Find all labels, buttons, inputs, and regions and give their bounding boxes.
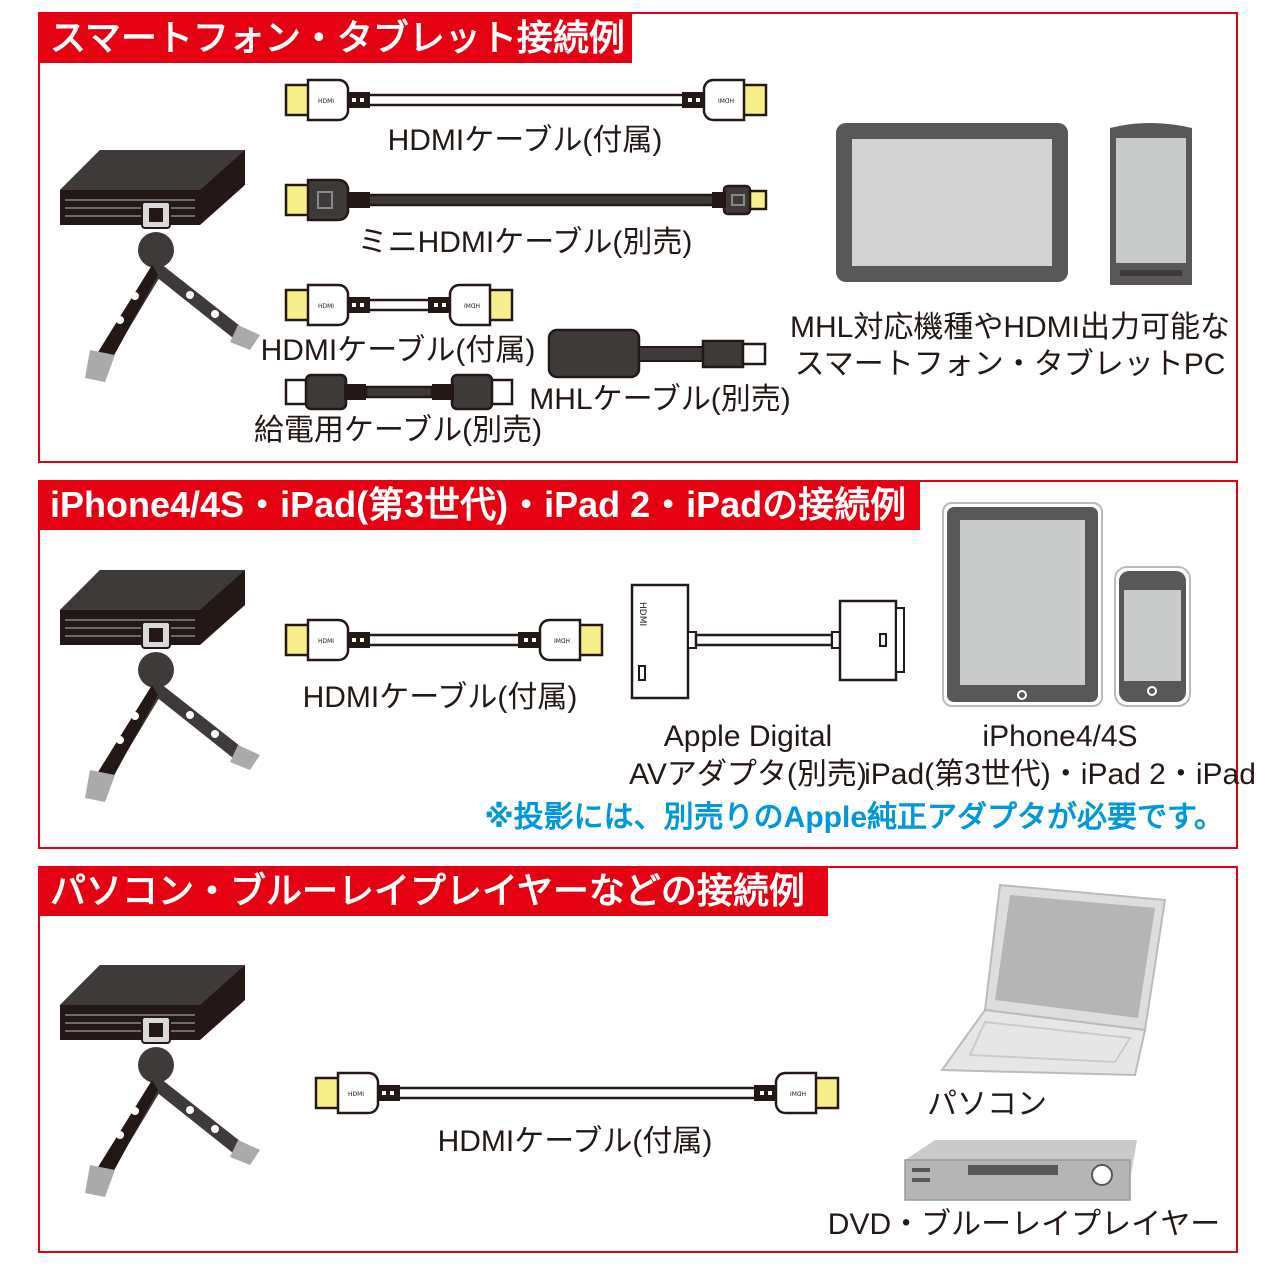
section-title: iPhone4/4S・iPad(第3世代)・iPad 2・iPadの接続例 <box>38 480 920 530</box>
cable-label: HDMIケーブル(付属) <box>437 1125 713 1158</box>
apple-av-adapter: HDMI <box>630 583 905 700</box>
tablet-icon <box>836 123 1068 282</box>
device-label: iPad(第3世代)・iPad 2・iPad <box>864 758 1256 791</box>
adapter-label: Apple Digital <box>663 720 833 753</box>
iphone-icon <box>1114 566 1191 707</box>
device-label: MHL対応機種やHDMI出力可能な <box>790 311 1230 344</box>
player-label: DVD・ブルーレイプレイヤー <box>827 1208 1221 1241</box>
cable-label: MHLケーブル(別売) <box>529 383 791 416</box>
adapter-port-text: HDMI <box>637 602 647 626</box>
panel-smartphone <box>38 12 1238 463</box>
power-cable <box>284 373 514 411</box>
cable-label: HDMIケーブル(付属) <box>260 334 536 367</box>
hdmi-cable-short <box>284 283 514 327</box>
hdmi-cable-1 <box>284 78 768 122</box>
hdmi-cable-3 <box>314 1071 840 1115</box>
projector-1 <box>59 149 261 383</box>
laptop-icon <box>940 883 1167 1077</box>
hdmi-cable-2 <box>284 618 604 662</box>
adapter-label: AVアダプタ(別売) <box>629 758 867 791</box>
cable-label: HDMIケーブル(付属) <box>387 124 663 157</box>
section-title: パソコン・ブルーレイプレイヤーなどの接続例 <box>38 866 828 916</box>
section-title: スマートフォン・タブレット接続例 <box>38 13 632 63</box>
projector-3 <box>59 964 261 1198</box>
cable-label: HDMIケーブル(付属) <box>302 681 578 714</box>
device-label: スマートフォン・タブレットPC <box>794 348 1226 381</box>
projector-2 <box>59 569 261 803</box>
device-label: iPhone4/4S <box>982 720 1138 753</box>
cable-label: 給電用ケーブル(別売) <box>253 414 543 447</box>
cable-label: ミニHDMIケーブル(別売) <box>357 226 693 259</box>
bluray-player-icon <box>904 1140 1137 1201</box>
ipad-icon <box>942 502 1103 707</box>
pc-label: パソコン <box>927 1088 1047 1121</box>
mhl-cable <box>547 328 767 379</box>
smartphone-icon <box>1110 123 1192 285</box>
adapter-note: ※投影には、別売りのApple純正アダプタが必要です。 <box>484 801 1225 834</box>
mini-hdmi-cable <box>284 178 768 222</box>
